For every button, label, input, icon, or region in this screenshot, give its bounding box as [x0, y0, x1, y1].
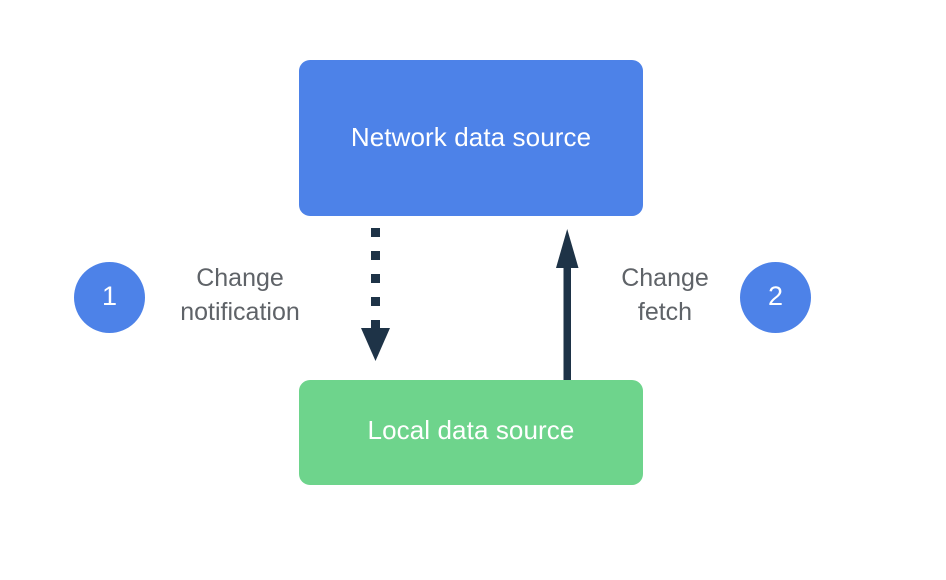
edge-label-change-fetch: Change fetch — [621, 264, 709, 326]
step-badge-2[interactable]: 2 — [740, 262, 811, 333]
arrow-change-notification-dotted-down-icon — [361, 228, 390, 361]
node-local-data-source[interactable]: Local data source — [299, 380, 643, 485]
step-badge-1[interactable]: 1 — [74, 262, 145, 333]
step-badge-1-number: 1 — [101, 281, 118, 311]
node-network-data-source[interactable]: Network data source — [299, 60, 643, 216]
arrow-change-fetch-solid-up-icon — [556, 229, 579, 380]
node-local-data-source-label: Local data source — [367, 415, 575, 446]
node-network-data-source-label: Network data source — [350, 121, 592, 152]
step-badge-2-number: 2 — [767, 281, 784, 311]
edge-label-change-notification: Change notification — [180, 264, 300, 326]
